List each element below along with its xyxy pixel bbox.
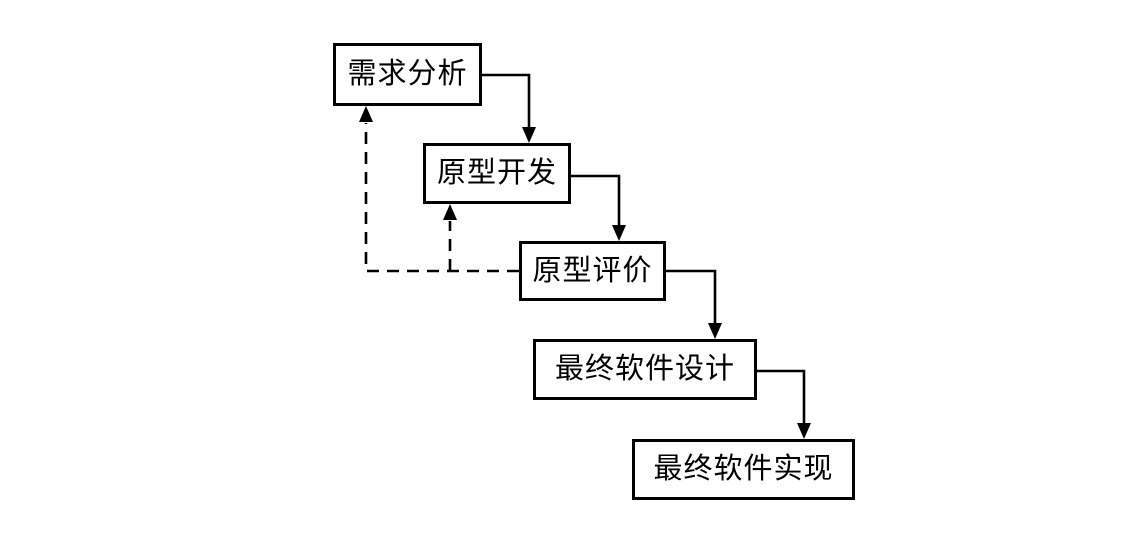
- box-prototype-development: 原型开发: [423, 143, 571, 204]
- box-label-requirements-analysis: 需求分析: [347, 58, 468, 90]
- arrowhead-down-icon: [797, 423, 811, 439]
- arrowhead-up-icon: [443, 204, 457, 220]
- box-label-prototype-evaluation: 原型评价: [532, 254, 653, 287]
- dashed-feedback-evaluation-to-requirements: [364, 123, 519, 273]
- arrowhead-up-icon: [359, 106, 373, 122]
- box-prototype-evaluation: 原型评价: [519, 241, 666, 301]
- arrow-requirements-to-prototype-dev: [482, 73, 531, 128]
- box-label-prototype-development: 原型开发: [436, 157, 557, 189]
- box-final-software-implementation: 最终软件实现: [632, 439, 855, 500]
- arrowhead-down-icon: [708, 323, 722, 339]
- box-final-software-design: 最终软件设计: [533, 339, 757, 400]
- arrow-final-design-to-implementation: [757, 369, 806, 424]
- box-requirements-analysis: 需求分析: [333, 43, 482, 106]
- arrowhead-down-icon: [612, 225, 626, 241]
- box-label-final-software-implementation: 最终软件实现: [653, 453, 834, 485]
- arrow-evaluation-to-final-design: [666, 269, 717, 324]
- box-label-final-software-design: 最终软件设计: [554, 353, 735, 385]
- arrow-prototype-dev-to-evaluation: [571, 174, 621, 226]
- arrowhead-down-icon: [522, 127, 536, 143]
